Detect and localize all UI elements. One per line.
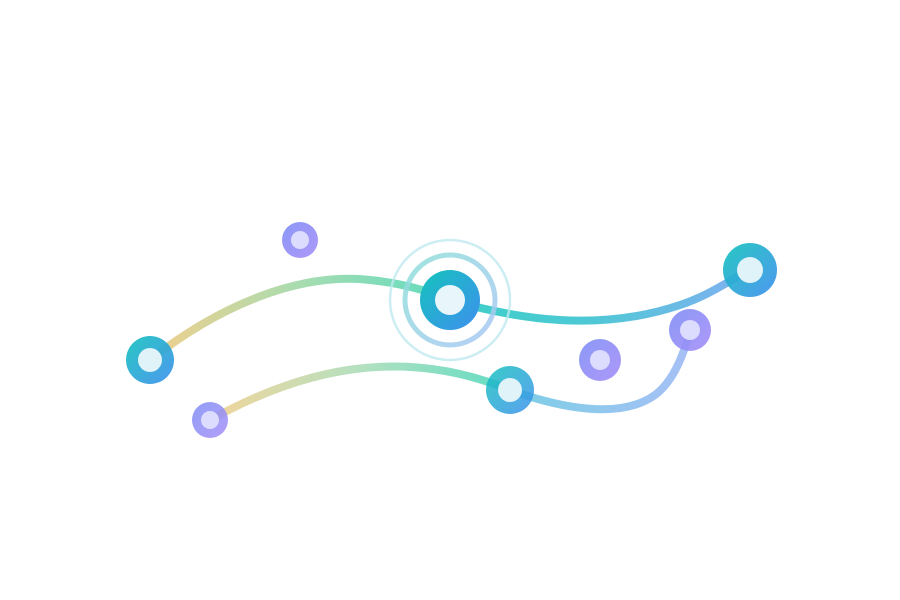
- pulse-ring-inner: [402, 252, 498, 348]
- connection-top-right: [446, 266, 754, 325]
- connection-bottom-right: [506, 326, 694, 414]
- connection-bottom-left: [206, 362, 514, 424]
- node-left[interactable]: [126, 336, 174, 384]
- node-violet-bottom-left[interactable]: [192, 402, 228, 438]
- pulse-ring-outer: [388, 238, 512, 362]
- node-violet-top[interactable]: [282, 222, 318, 258]
- node-bottom-middle[interactable]: [486, 366, 534, 414]
- node-violet-right[interactable]: [669, 309, 711, 351]
- node-hub[interactable]: [420, 270, 480, 330]
- node-right[interactable]: [723, 243, 777, 297]
- node-violet-middle[interactable]: [579, 339, 621, 381]
